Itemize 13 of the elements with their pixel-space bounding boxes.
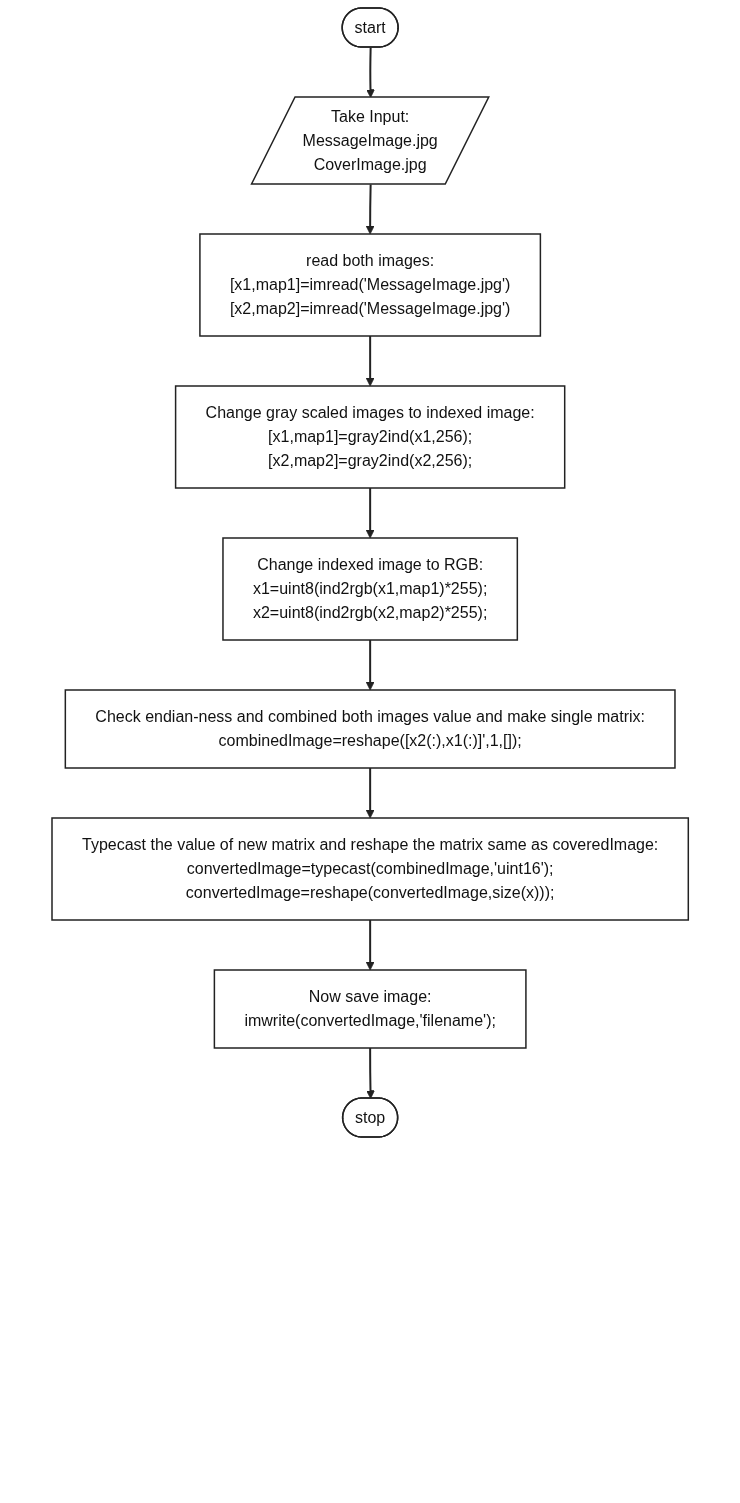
node-box: Check endian-ness and combined both images value and make single matrix: combinedImage=reshape([x2(:),x1(:)]',1,[]); bbox=[64, 689, 676, 769]
arrow bbox=[365, 46, 375, 98]
node-box: Change gray scaled images to indexed image: [x1,map1]=gray2ind(x1,256); [x2,map2]=gray2ind(x2,256); bbox=[174, 385, 566, 489]
arrow bbox=[365, 1047, 375, 1099]
arrow bbox=[365, 919, 375, 971]
arrow bbox=[365, 639, 375, 691]
node-box: Now save image: imwrite(convertedImage,'filename'); bbox=[213, 969, 527, 1049]
arrow bbox=[365, 335, 375, 387]
node-box: Change indexed image to RGB: x1=uint8(ind2rgb(x1,map1)*255); x2=uint8(ind2rgb(x2,map2)*255); bbox=[222, 537, 518, 641]
arrow bbox=[365, 767, 375, 819]
node-box: Typecast the value of new matrix and reshape the matrix same as coveredImage: convertedImage=typecast(combinedImage,'uint16'); convertedImage=reshape(convertedImage,size(x))); bbox=[51, 817, 689, 921]
arrow bbox=[365, 487, 375, 539]
node-box: read both images: [x1,map1]=imread('MessageImage.jpg') [x2,map2]=imread('MessageImage.jpg') bbox=[199, 233, 541, 337]
